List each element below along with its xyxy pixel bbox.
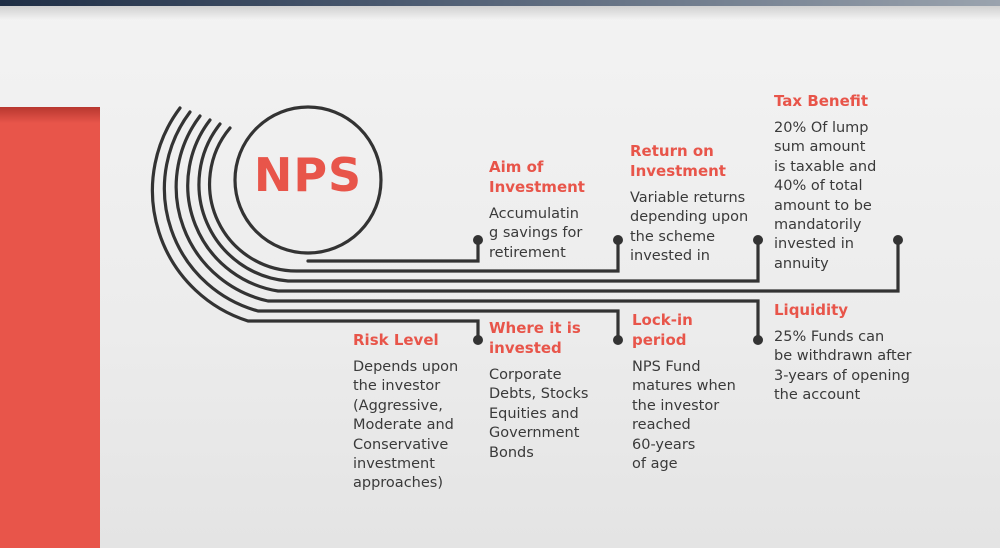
- node-aim: [473, 235, 483, 245]
- connector-lockin: [174, 114, 760, 342]
- item-return-on-investment: Return on Investment Variable returns de…: [630, 141, 760, 267]
- connector-aim: [306, 238, 480, 263]
- item-tax-benefit: Tax Benefit 20% Of lump sum amount is ta…: [774, 91, 894, 274]
- item-body: 25% Funds can be withdrawn after 3-years…: [774, 329, 912, 404]
- node-tax: [753, 235, 763, 245]
- connector-risk: [150, 106, 480, 342]
- item-heading: Liquidity: [774, 301, 849, 319]
- connector-return: [207, 126, 620, 273]
- item-liquidity: Liquidity 25% Funds can be withdrawn aft…: [774, 300, 934, 406]
- connector-tax: [197, 122, 760, 283]
- red-band-fold: [0, 107, 100, 123]
- connector-where: [162, 110, 620, 342]
- top-bar: [0, 0, 1000, 6]
- item-heading: Risk Level: [353, 331, 439, 349]
- item-body: Accumulatin g savings for retirement: [489, 206, 583, 261]
- item-aim-of-investment: Aim of Investment Accumulatin g savings …: [489, 157, 609, 263]
- item-where-it-is-invested: Where it is invested Corporate Debts, St…: [489, 318, 609, 463]
- node-risk: [473, 335, 483, 345]
- node-where: [613, 335, 623, 345]
- item-body: NPS Fund matures when the investor reach…: [632, 359, 736, 473]
- item-heading: Tax Benefit: [774, 92, 869, 110]
- item-body: Depends upon the investor (Aggressive, M…: [353, 359, 459, 492]
- node-liquidity: [893, 235, 903, 245]
- connector-liquidity: [186, 118, 900, 293]
- item-heading: Aim of Investment: [489, 158, 585, 196]
- item-body: Corporate Debts, Stocks Equities and Gov…: [489, 367, 589, 461]
- item-heading: Where it is invested: [489, 319, 581, 357]
- node-return: [613, 235, 623, 245]
- item-heading: Lock-in period: [632, 311, 693, 349]
- nps-circle: [233, 105, 383, 255]
- item-heading: Return on Investment: [630, 142, 726, 180]
- node-lockin: [753, 335, 763, 345]
- diagram-title: NPS: [253, 148, 363, 202]
- top-shadow: [0, 6, 1000, 20]
- item-risk-level: Risk Level Depends upon the investor (Ag…: [353, 330, 478, 494]
- red-side-band: [0, 107, 100, 548]
- item-lock-in-period: Lock-in period NPS Fund matures when the…: [632, 310, 752, 474]
- item-body: 20% Of lump sum amount is taxable and 40…: [774, 120, 877, 272]
- item-body: Variable returns depending upon the sche…: [630, 190, 749, 265]
